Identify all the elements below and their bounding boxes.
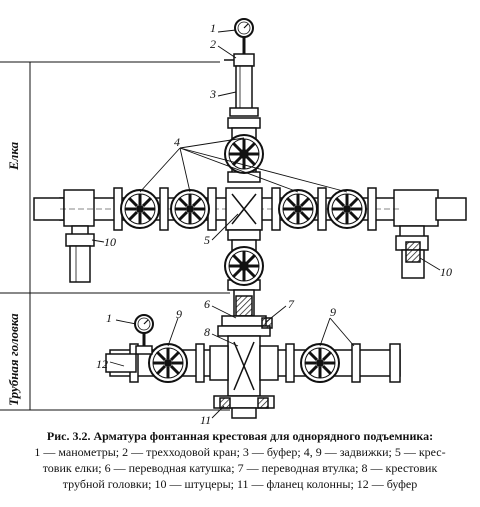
- callout-9-left: 9: [176, 307, 182, 321]
- caption-title: Рис. 3.2. Арматура фонтанная крестовая д…: [46, 429, 434, 443]
- callout-12: 12: [96, 357, 108, 371]
- upper-manometer: [234, 18, 254, 56]
- caption-line-1: 1 — манометры; 2 — трехходовой кран; 3 —…: [34, 445, 446, 459]
- left-choke: [65, 225, 95, 283]
- wellhead-diagram: 1 2 3 4 5 10 10 6 7 8 9 9 1 12 11: [0, 18, 467, 427]
- caption-line-3: трубной головки; 10 — штуцеры; 11 — флан…: [62, 477, 418, 491]
- callout-7: 7: [288, 297, 295, 311]
- lower-buffer: [105, 314, 154, 373]
- callout-3: 3: [209, 87, 216, 101]
- upper-vertical-valve: [223, 117, 265, 183]
- right-choke: [395, 225, 429, 279]
- callout-10-right: 10: [440, 265, 452, 279]
- callout-9-right: 9: [330, 305, 336, 319]
- section-label-tubing-head: Трубная головка: [6, 313, 21, 406]
- callout-1-top: 1: [210, 21, 216, 35]
- callout-2: 2: [210, 37, 216, 51]
- three-way-cock: [224, 53, 255, 67]
- callout-4: 4: [174, 135, 180, 149]
- callout-10-left: 10: [104, 235, 116, 249]
- callout-8: 8: [204, 325, 210, 339]
- caption-line-2: товик елки; 6 — переводная катушка; 7 — …: [42, 461, 438, 475]
- buffer-upper: [229, 65, 259, 117]
- casing-flange: [213, 395, 275, 419]
- callout-6: 6: [204, 297, 210, 311]
- callout-5: 5: [204, 233, 210, 247]
- tree-cross: [225, 187, 263, 231]
- callout-11: 11: [200, 413, 211, 427]
- section-label-tree: Елка: [6, 141, 21, 170]
- leader-lines: [91, 29, 441, 419]
- callout-1-low: 1: [106, 311, 112, 325]
- section-brackets: [0, 61, 230, 411]
- lower-vertical-valve: [223, 229, 265, 291]
- figure-caption: Рис. 3.2. Арматура фонтанная крестовая д…: [0, 428, 480, 492]
